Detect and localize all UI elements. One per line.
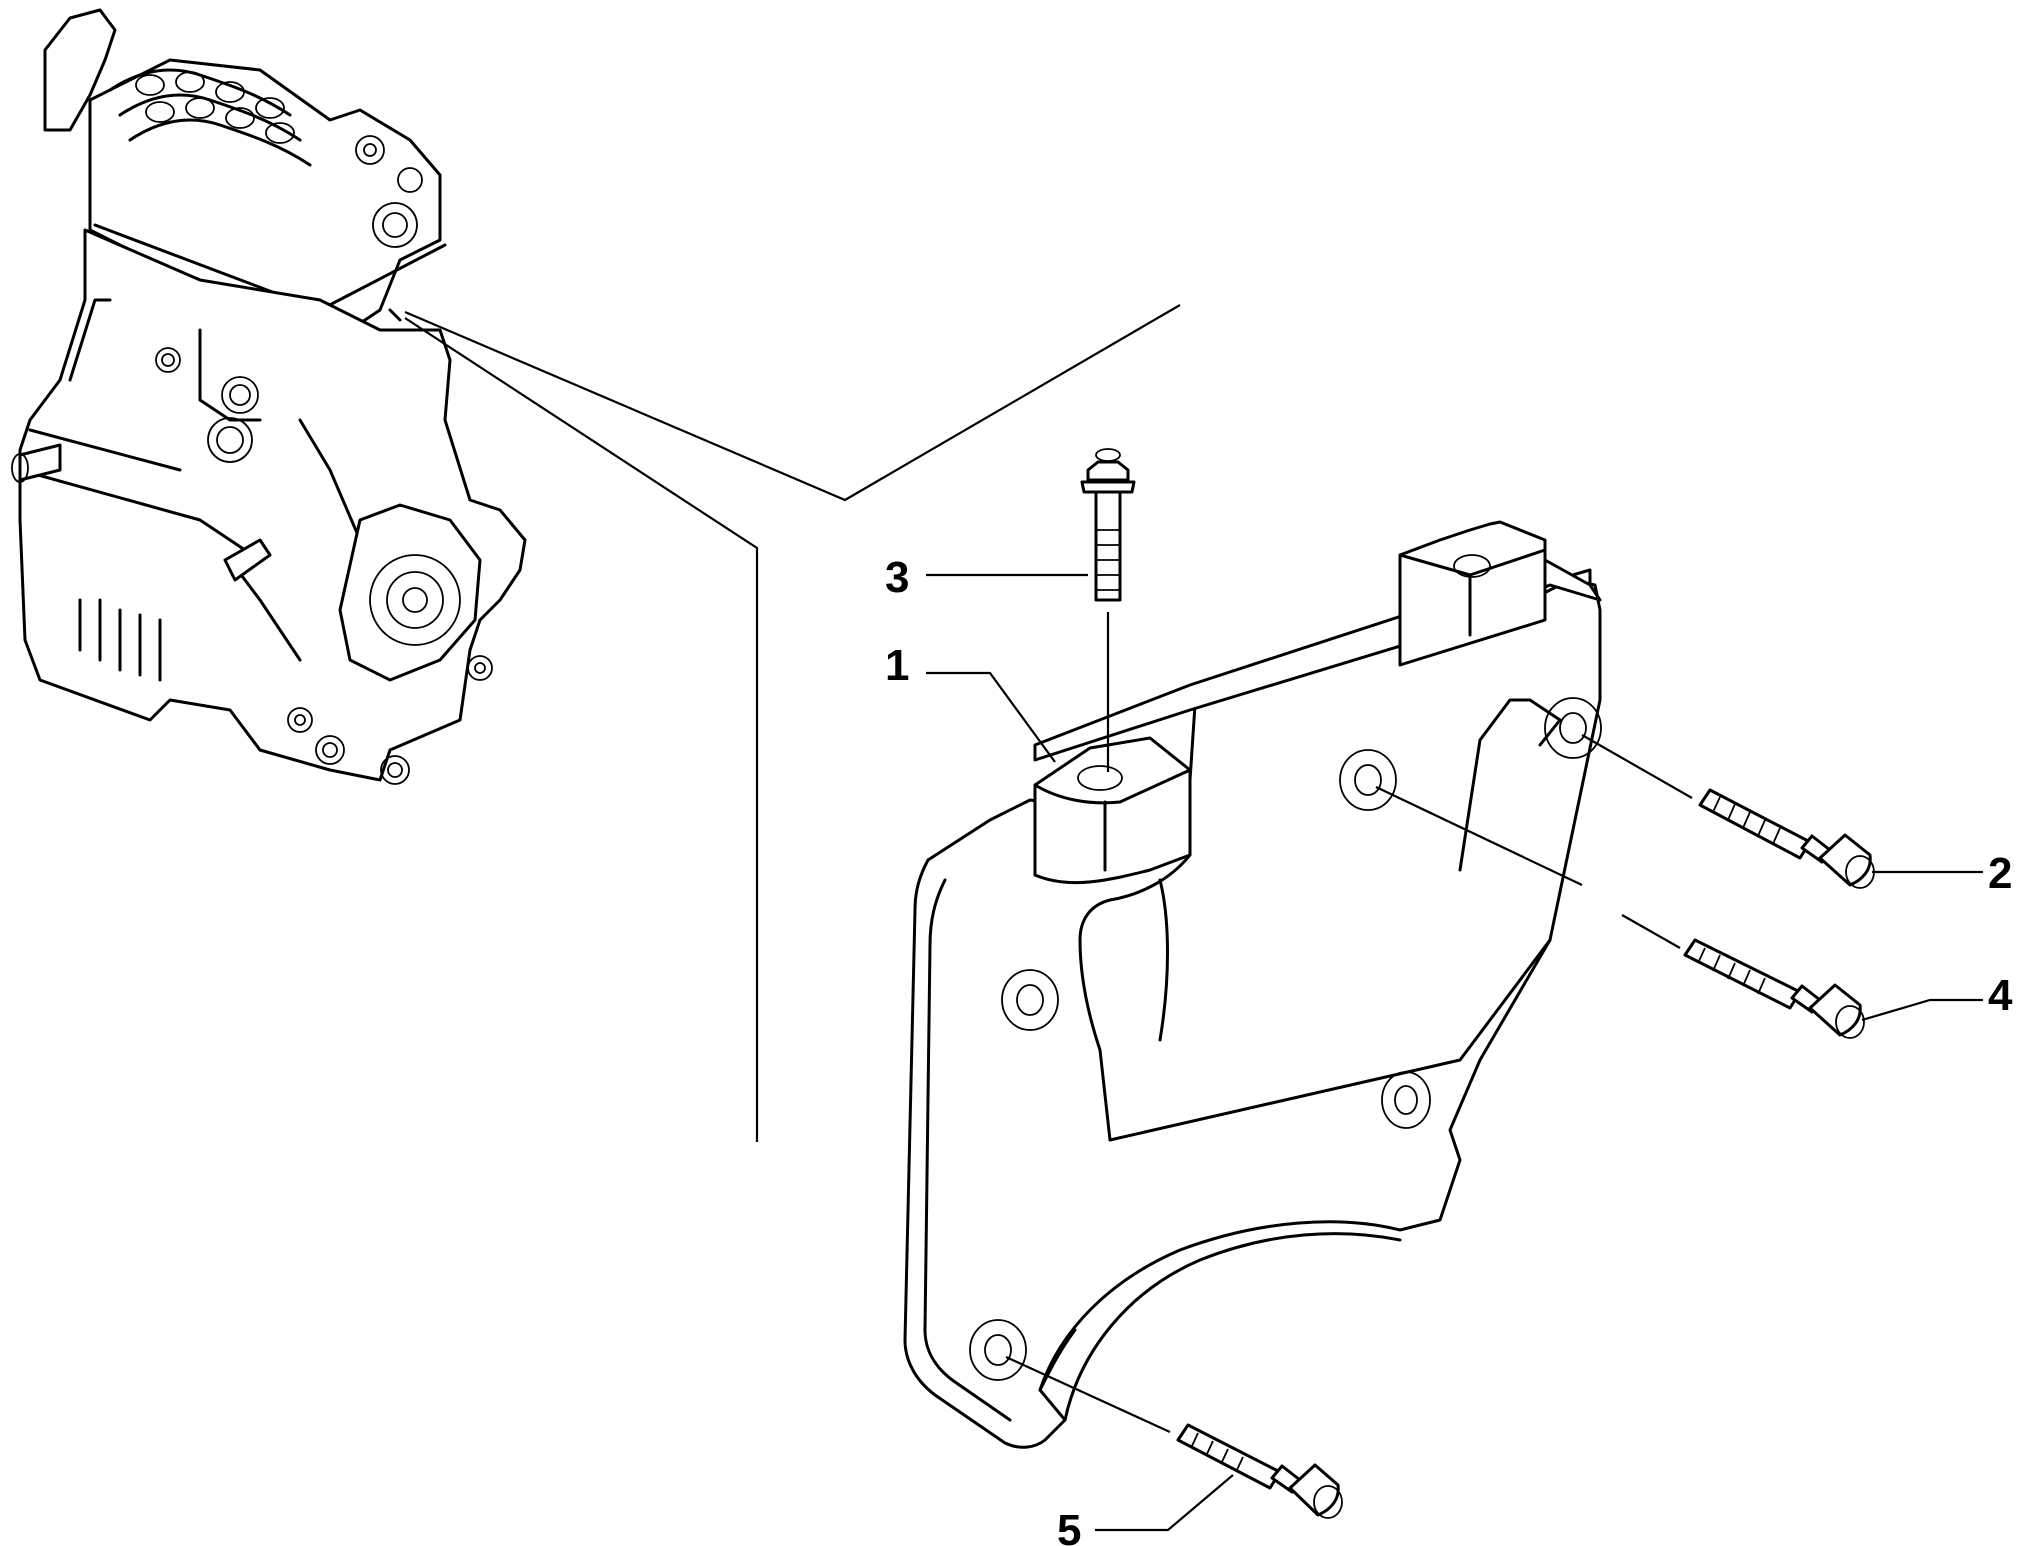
bolt-4 xyxy=(1375,786,1865,1039)
bolt-5 xyxy=(1005,1355,1343,1519)
mounting-bracket xyxy=(903,520,1602,1449)
callout-2: 2 xyxy=(1988,849,2012,898)
callout-3: 3 xyxy=(885,553,909,602)
bolt-2 xyxy=(1581,734,1875,889)
callout-5: 5 xyxy=(1057,1506,1081,1546)
callout-leaders xyxy=(926,573,1983,1532)
callout-4: 4 xyxy=(1988,971,2013,1020)
callout-1: 1 xyxy=(885,641,909,690)
bolt-3 xyxy=(1080,448,1136,772)
detail-reference-lines xyxy=(404,304,1181,1142)
engine-assembly xyxy=(11,8,527,785)
